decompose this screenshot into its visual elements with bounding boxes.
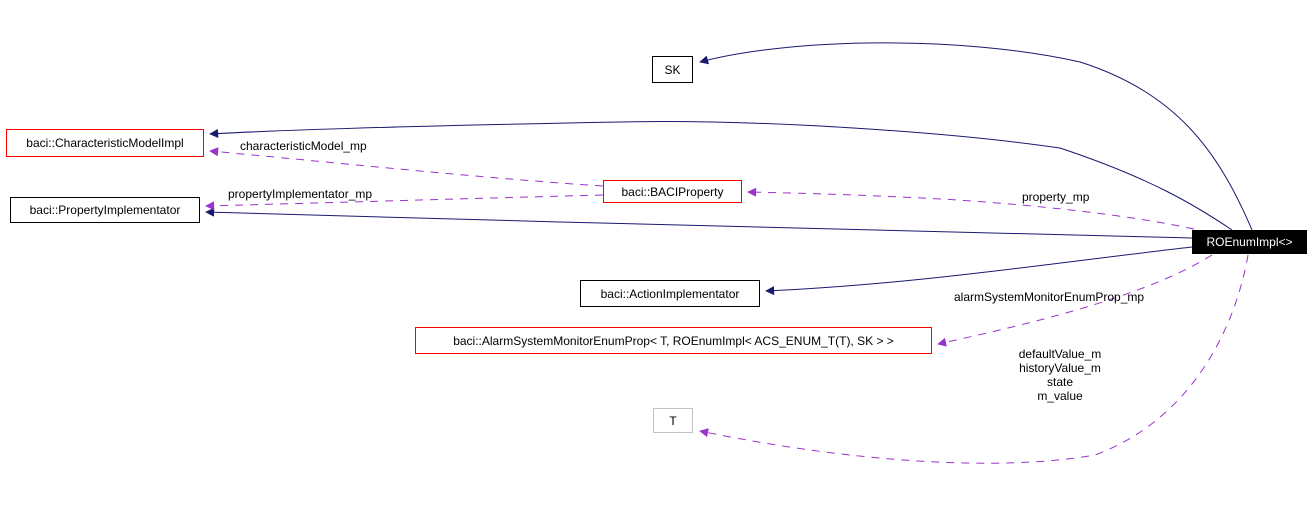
node-characteristic-model-impl[interactable]: baci::CharacteristicModelImpl (6, 129, 204, 157)
edge-usage-property-implementator-mp (205, 194, 604, 211)
node-template-param-t-label: T (669, 413, 677, 428)
edge-usage-characteristic-model-mp (209, 147, 604, 187)
edge-inheritance-property-implementator (205, 207, 1193, 239)
node-alarm-system-monitor-enum-prop[interactable]: baci::AlarmSystemMonitorEnumProp< T, ROE… (415, 327, 932, 354)
edge-label-property-mp: property_mp (1022, 190, 1090, 204)
edge-inheritance-sk (699, 42, 1253, 231)
node-sk-label: SK (664, 62, 681, 77)
member-default-value: defaultValue_m (1018, 347, 1102, 361)
member-m-value: m_value (1037, 389, 1083, 403)
node-property-implementator-label: baci::PropertyImplementator (29, 203, 181, 217)
edge-usage-t-members (699, 254, 1249, 464)
member-state: state (1046, 375, 1073, 389)
node-alarm-system-monitor-enum-prop-label: baci::AlarmSystemMonitorEnumProp< T, ROE… (453, 333, 894, 348)
node-ro-enum-impl: ROEnumImpl<> (1192, 230, 1307, 254)
node-characteristic-model-impl-label: baci::CharacteristicModelImpl (26, 136, 184, 150)
node-property-implementator[interactable]: baci::PropertyImplementator (10, 197, 200, 223)
node-ro-enum-impl-label: ROEnumImpl<> (1206, 235, 1293, 249)
node-baci-property-label: baci::BACIProperty (621, 184, 724, 199)
node-action-implementator-label: baci::ActionImplementator (600, 286, 740, 301)
member-history-value: historyValue_m (1019, 361, 1101, 375)
edge-usage-property-mp (747, 187, 1195, 230)
edge-usage-alarm-system-monitor-mp (937, 254, 1213, 347)
node-action-implementator[interactable]: baci::ActionImplementator (580, 280, 760, 307)
edge-label-t-members: defaultValue_m historyValue_m state m_va… (1000, 347, 1120, 403)
edge-label-property-implementator-mp: propertyImplementator_mp (228, 187, 373, 201)
node-sk[interactable]: SK (652, 56, 693, 83)
edge-inheritance-action-implementator (765, 246, 1193, 296)
edge-inheritance-characteristic-model (209, 121, 1233, 231)
edge-label-characteristic-model-mp: characteristicModel_mp (240, 139, 367, 153)
node-baci-property[interactable]: baci::BACIProperty (603, 180, 742, 203)
node-template-param-t: T (653, 408, 693, 433)
edge-label-alarm-system-monitor-mp: alarmSystemMonitorEnumProp_mp (954, 290, 1145, 304)
